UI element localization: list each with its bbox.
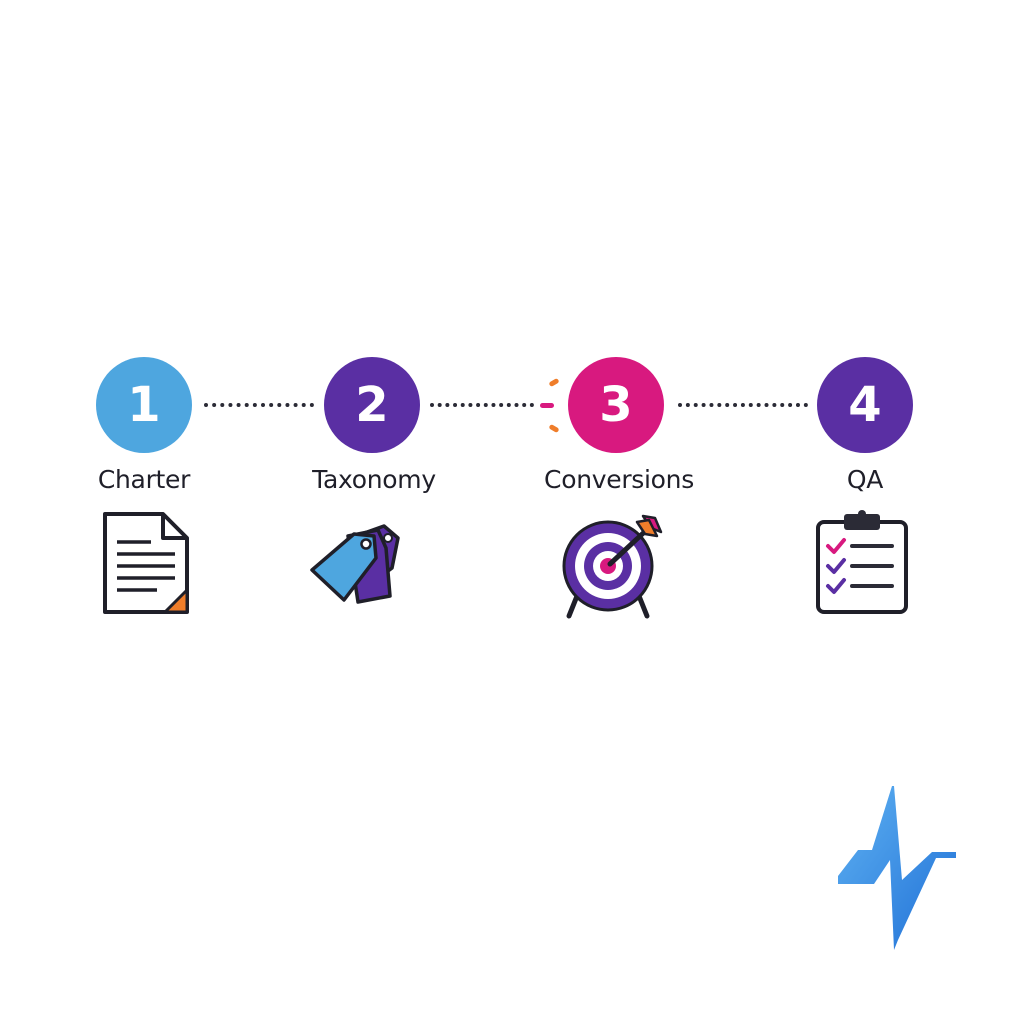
step-2-label: Taxonomy — [312, 465, 436, 494]
step-3-number: 3 — [599, 377, 633, 433]
step-4-label: QA — [846, 465, 884, 494]
checklist-icon — [808, 508, 918, 618]
step-3-label: Conversions — [544, 465, 694, 494]
connector-2-3 — [430, 403, 534, 407]
document-icon — [91, 508, 201, 618]
connector-1-2 — [204, 403, 314, 407]
step-1-label: Charter — [97, 465, 191, 494]
step-1-number: 1 — [127, 377, 161, 433]
target-icon — [555, 510, 665, 620]
step-4-circle: 4 — [817, 357, 913, 453]
step-4-number: 4 — [848, 377, 882, 433]
step-1-circle: 1 — [96, 357, 192, 453]
zigzag-logo-icon — [832, 780, 962, 956]
accent-dash-bottom — [548, 423, 560, 434]
step-2-circle: 2 — [324, 357, 420, 453]
step-2-number: 2 — [355, 377, 389, 433]
connector-3-4 — [678, 403, 808, 407]
accent-dash-middle — [540, 403, 554, 408]
accent-dash-top — [548, 377, 560, 388]
step-3-circle: 3 — [568, 357, 664, 453]
tags-icon — [306, 508, 416, 618]
